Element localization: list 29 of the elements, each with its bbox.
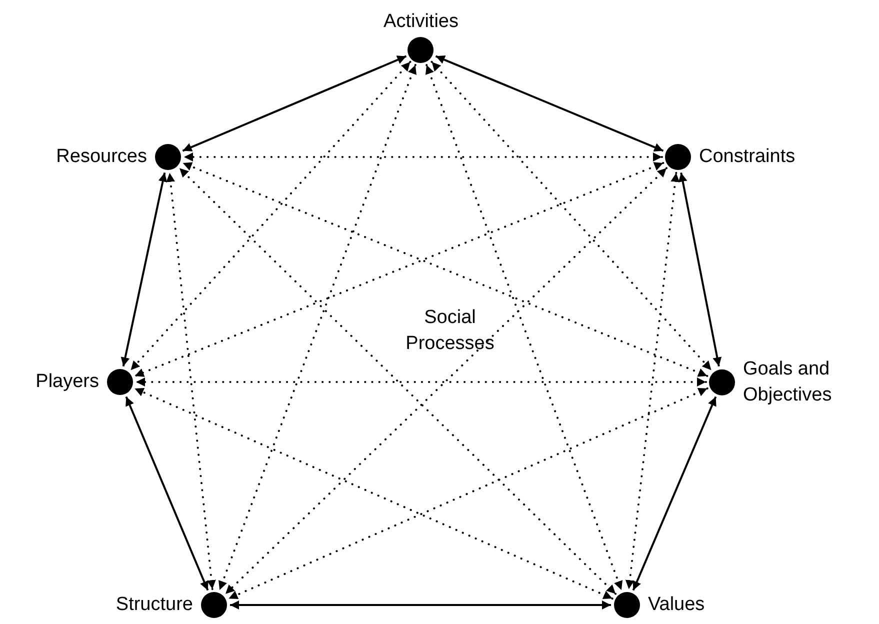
dotted-arrow xyxy=(134,387,614,600)
node-label: Activities xyxy=(384,10,458,34)
double-arrow xyxy=(632,396,717,591)
node-label: Values xyxy=(648,593,705,618)
node-label: Goals and Objectives xyxy=(743,357,833,407)
dotted-arrow xyxy=(178,167,617,595)
dotted-arrow xyxy=(228,387,708,600)
dotted-arrow xyxy=(130,60,412,372)
double-arrow xyxy=(125,396,209,591)
node-label: Players xyxy=(36,370,99,394)
dotted-arrow xyxy=(425,64,623,591)
dotted-arrow xyxy=(430,60,712,372)
dotted-arrow xyxy=(183,152,663,162)
dotted-arrow xyxy=(218,64,416,591)
dotted-arrow xyxy=(224,167,668,595)
node-label: Structure xyxy=(116,593,193,618)
node-label: Resources xyxy=(56,145,147,170)
double-arrow xyxy=(182,55,407,152)
center-label: Social Processes xyxy=(404,306,496,356)
dotted-arrow xyxy=(625,172,680,590)
double-arrow xyxy=(678,172,722,366)
double-arrow xyxy=(120,172,168,367)
dotted-arrow xyxy=(134,162,664,378)
double-arrow xyxy=(435,55,664,152)
dotted-arrow xyxy=(135,378,707,386)
double-arrow xyxy=(230,600,611,610)
dotted-arrow xyxy=(166,172,216,590)
node-label: Constraints xyxy=(699,145,796,170)
dotted-arrow xyxy=(182,162,708,377)
